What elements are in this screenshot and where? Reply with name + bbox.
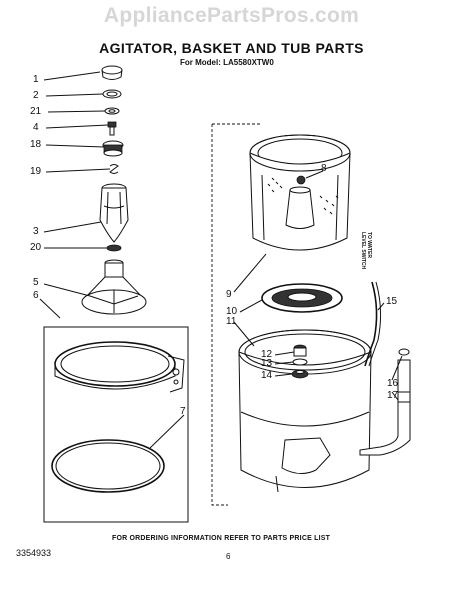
part-14-hub xyxy=(291,369,309,379)
part-7-gasket xyxy=(51,439,165,493)
callout-5: 5 xyxy=(33,277,39,288)
part-5-agitator-base xyxy=(81,259,147,315)
callout-4: 4 xyxy=(33,122,39,133)
callout-14: 14 xyxy=(261,370,273,381)
part-15-pressure-hose xyxy=(364,281,382,367)
page-number: 6 xyxy=(226,552,231,561)
callout-20: 20 xyxy=(30,242,42,253)
part-4-bolt xyxy=(107,121,117,136)
callout-12: 12 xyxy=(261,349,273,360)
callout-8: 8 xyxy=(321,163,327,174)
callout-10: 10 xyxy=(226,306,238,317)
callout-1: 1 xyxy=(33,74,39,85)
callout-6: 6 xyxy=(33,290,39,301)
part-10-tub-seal xyxy=(261,283,343,313)
callout-7: 7 xyxy=(180,406,186,417)
page-title: AGITATOR, BASKET AND TUB PARTS xyxy=(99,40,364,56)
callout-19: 19 xyxy=(30,166,42,177)
part-12-bearing xyxy=(293,344,307,357)
watermark: AppliancePartsPros.com xyxy=(103,4,360,27)
part-17-drain-hose xyxy=(359,359,411,456)
part-18-agitator-dogs xyxy=(102,140,124,157)
model-subtitle: For Model: LA5580XTW0 xyxy=(180,58,274,67)
callout-2: 2 xyxy=(33,90,39,101)
assembly-center-line xyxy=(211,124,228,506)
callout-17: 17 xyxy=(387,390,399,401)
part-13-spanner-nut xyxy=(292,358,308,366)
callout-15: 15 xyxy=(386,296,398,307)
callout-9: 9 xyxy=(226,289,232,300)
part-21-washer xyxy=(104,107,120,115)
part-1-agitator-cap xyxy=(101,65,123,80)
part-20-o-ring xyxy=(106,244,122,252)
callout-21: 21 xyxy=(30,106,42,117)
part-9-basket xyxy=(249,134,351,251)
part-list-number: 3354933 xyxy=(16,548,52,558)
part-16-clamp xyxy=(398,348,410,356)
callout-13: 13 xyxy=(261,358,273,369)
callout-leaders xyxy=(39,71,403,449)
callout-18: 18 xyxy=(30,139,42,150)
callout-16: 16 xyxy=(387,378,399,389)
part-19-spring xyxy=(109,164,119,174)
part-6-tub-ring-group xyxy=(43,326,189,523)
ordering-note: FOR ORDERING INFORMATION REFER TO PARTS … xyxy=(112,535,331,542)
callout-3: 3 xyxy=(33,226,39,237)
part-3-agitator-barrel xyxy=(99,183,129,243)
callout-11: 11 xyxy=(226,316,237,327)
part-2-seal xyxy=(102,89,122,99)
